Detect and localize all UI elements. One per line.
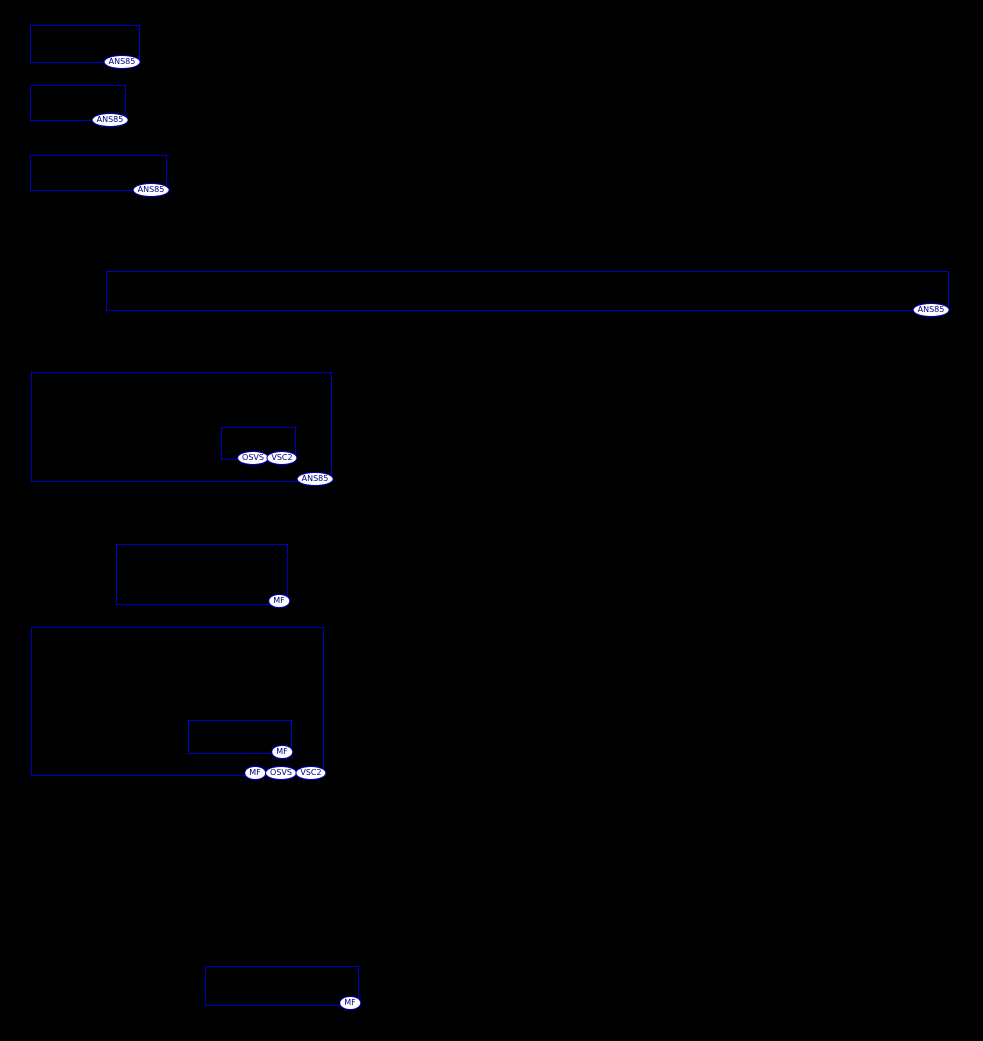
syntax-box-8 [205, 966, 359, 1006]
dialect-tag-vsc2: VSC2 [266, 451, 298, 465]
syntax-box-4-wide [106, 271, 949, 311]
dialect-tag-mf: MF [271, 745, 293, 759]
syntax-box-2 [30, 85, 126, 121]
syntax-box-7-inner [188, 720, 292, 754]
dialect-tag-mf: MF [339, 996, 361, 1010]
dialect-tag-ans85: ANS85 [103, 55, 141, 69]
syntax-box-3 [30, 155, 167, 191]
dialect-tag-mf: MF [244, 766, 266, 780]
dialect-tag-ans85: ANS85 [132, 183, 170, 197]
dialect-tag-vsc2: VSC2 [295, 766, 327, 780]
dialect-tag-ans85: ANS85 [296, 472, 334, 486]
syntax-box-7 [31, 627, 324, 776]
dialect-tag-osvs: OSVS [265, 766, 297, 780]
dialect-tag-ans85: ANS85 [912, 303, 950, 317]
dialect-tag-osvs: OSVS [237, 451, 269, 465]
dialect-tag-ans85: ANS85 [91, 113, 129, 127]
syntax-box-5 [31, 372, 332, 482]
syntax-box-1 [30, 25, 140, 63]
dialect-tag-mf: MF [268, 594, 290, 608]
syntax-box-6 [116, 544, 288, 605]
